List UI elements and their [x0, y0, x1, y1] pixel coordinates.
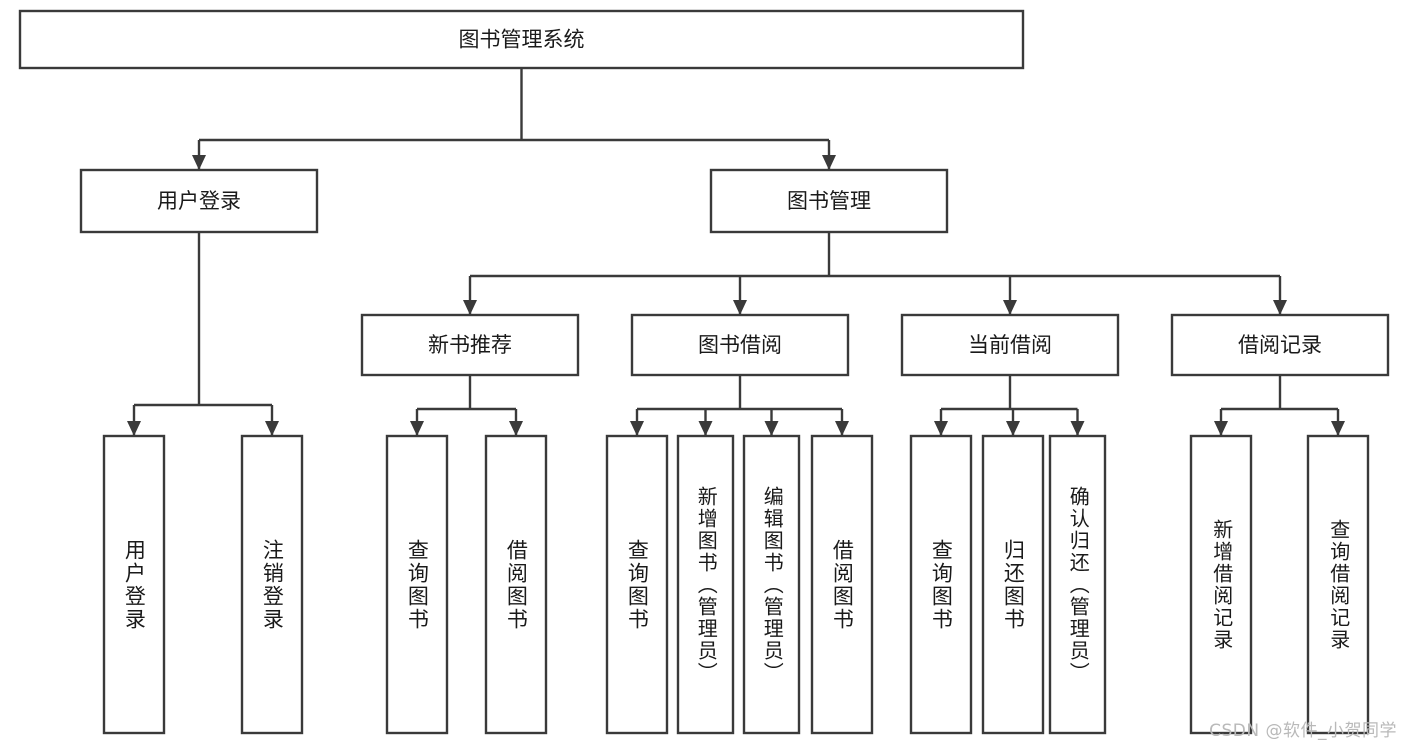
node-box-layer	[18, 9, 1390, 735]
level2-node-label: 新书推荐	[428, 333, 512, 357]
leaf-node-box[interactable]	[102, 434, 166, 735]
level2-node-box[interactable]	[1170, 313, 1390, 377]
new-book-rec-to-leaves-arrow-1	[509, 421, 523, 436]
leaf-node-box[interactable]	[981, 434, 1045, 735]
connector-layer	[127, 68, 1345, 436]
watermark-credit: CSDN @软件_小贺同学	[1209, 721, 1397, 741]
leaf-node-box[interactable]	[605, 434, 669, 735]
leaf-node-box[interactable]	[1189, 434, 1253, 735]
current-borrow-to-leaves-arrow-0	[934, 421, 948, 436]
book-manage-to-level2-arrow-1	[733, 300, 747, 315]
level2-node-label: 当前借阅	[968, 333, 1052, 357]
user-login-to-leaves-arrow-0	[127, 421, 141, 436]
book-borrow-to-leaves-arrow-2	[764, 421, 779, 436]
level1-node-label: 图书管理	[787, 189, 871, 213]
user-login-to-leaves-arrow-1	[265, 421, 279, 436]
leaf-node-box[interactable]	[240, 434, 304, 735]
book-borrow-to-leaves-arrow-1	[698, 421, 713, 436]
leaf-node-box[interactable]	[810, 434, 874, 735]
level2-node-box[interactable]	[360, 313, 580, 377]
level2-node-label: 图书借阅	[698, 333, 782, 357]
borrow-record-to-leaves-arrow-0	[1214, 421, 1228, 436]
current-borrow-to-leaves-arrow-2	[1070, 421, 1085, 436]
leaf-node-box[interactable]	[742, 434, 801, 735]
book-manage-to-level2-arrow-2	[1003, 300, 1017, 315]
book-manage-to-level2-arrow-3	[1273, 300, 1287, 315]
level1-node-box[interactable]	[709, 168, 949, 234]
leaf-node-box[interactable]	[484, 434, 548, 735]
book-borrow-to-leaves-arrow-0	[630, 421, 644, 436]
level1-node-box[interactable]	[79, 168, 319, 234]
level2-node-box[interactable]	[900, 313, 1120, 377]
level2-node-box[interactable]	[630, 313, 850, 377]
root-node-box[interactable]	[18, 9, 1025, 70]
level2-node-label: 借阅记录	[1238, 333, 1322, 357]
root-node-label: 图书管理系统	[459, 28, 585, 52]
leaf-node-box[interactable]	[676, 434, 735, 735]
root-to-level1-arrow-1	[822, 155, 836, 170]
root-to-level1-arrow-0	[192, 155, 206, 170]
current-borrow-to-leaves-arrow-1	[1006, 421, 1020, 436]
book-manage-to-level2-arrow-0	[463, 300, 477, 315]
new-book-rec-to-leaves-arrow-0	[410, 421, 424, 436]
leaf-node-box[interactable]	[385, 434, 449, 735]
level1-node-label: 用户登录	[157, 189, 241, 213]
book-borrow-to-leaves-arrow-3	[835, 421, 849, 436]
borrow-record-to-leaves-arrow-1	[1331, 421, 1345, 436]
leaf-node-box[interactable]	[909, 434, 973, 735]
leaf-node-box[interactable]	[1048, 434, 1107, 735]
leaf-node-box[interactable]	[1306, 434, 1370, 735]
